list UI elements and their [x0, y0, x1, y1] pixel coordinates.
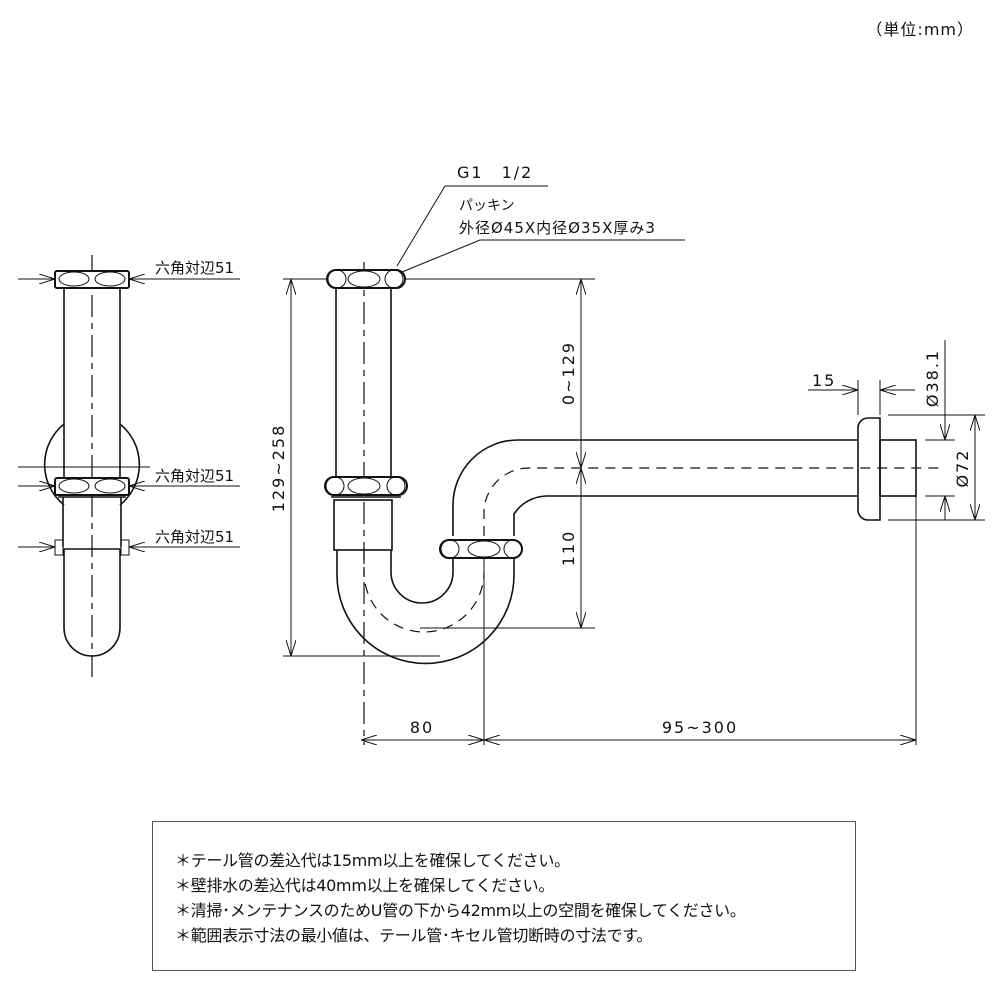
- front-view: G1 1/2 パッキン 外径Ø45X内径Ø35X厚み3 129~258 0~12…: [269, 163, 985, 745]
- top-nut: [326, 269, 406, 289]
- side-view: 六角対辺51 六角対辺51 六角対辺51: [18, 255, 240, 680]
- middle-nut: [324, 476, 408, 496]
- hex-bottom-label: 六角対辺51: [155, 528, 234, 546]
- dim-tail-range: 0~129: [559, 341, 578, 405]
- dim-trap-depth: 110: [559, 530, 578, 567]
- unit-label: （単位:mm）: [866, 20, 974, 39]
- wall-flange: [857, 417, 881, 521]
- notes-list: ＊テール管の差込代は15mm以上を確保してください。 ＊壁排水の差込代は40mm…: [175, 848, 746, 948]
- dim-trap-width: 80: [410, 718, 434, 737]
- thread-label: G1 1/2: [457, 163, 533, 182]
- hex-middle-label: 六角対辺51: [155, 467, 234, 485]
- notes-box: ＊テール管の差込代は15mm以上を確保してください。 ＊壁排水の差込代は40mm…: [152, 821, 856, 971]
- note-item: ＊テール管の差込代は15mm以上を確保してください。: [175, 851, 570, 870]
- packing-spec: 外径Ø45X内径Ø35X厚み3: [459, 219, 656, 237]
- lower-nut: [439, 539, 523, 559]
- dim-pipe-diameter: Ø38.1: [923, 349, 942, 407]
- hex-top-label: 六角対辺51: [155, 259, 234, 277]
- note-item: ＊壁排水の差込代は40mm以上を確保してください。: [175, 876, 555, 895]
- dim-wall-distance: 95~300: [662, 718, 738, 737]
- note-item: ＊範囲表示寸法の最小値は、テール管･キセル管切断時の寸法です。: [175, 926, 653, 945]
- dim-total-height: 129~258: [269, 424, 288, 512]
- note-item: ＊清掃･メンテナンスのためU管の下から42mm以上の空間を確保してください。: [175, 901, 746, 920]
- dim-flange-thickness: 15: [812, 371, 836, 390]
- dim-flange-diameter: Ø72: [953, 449, 972, 488]
- packing-title: パッキン: [459, 198, 515, 214]
